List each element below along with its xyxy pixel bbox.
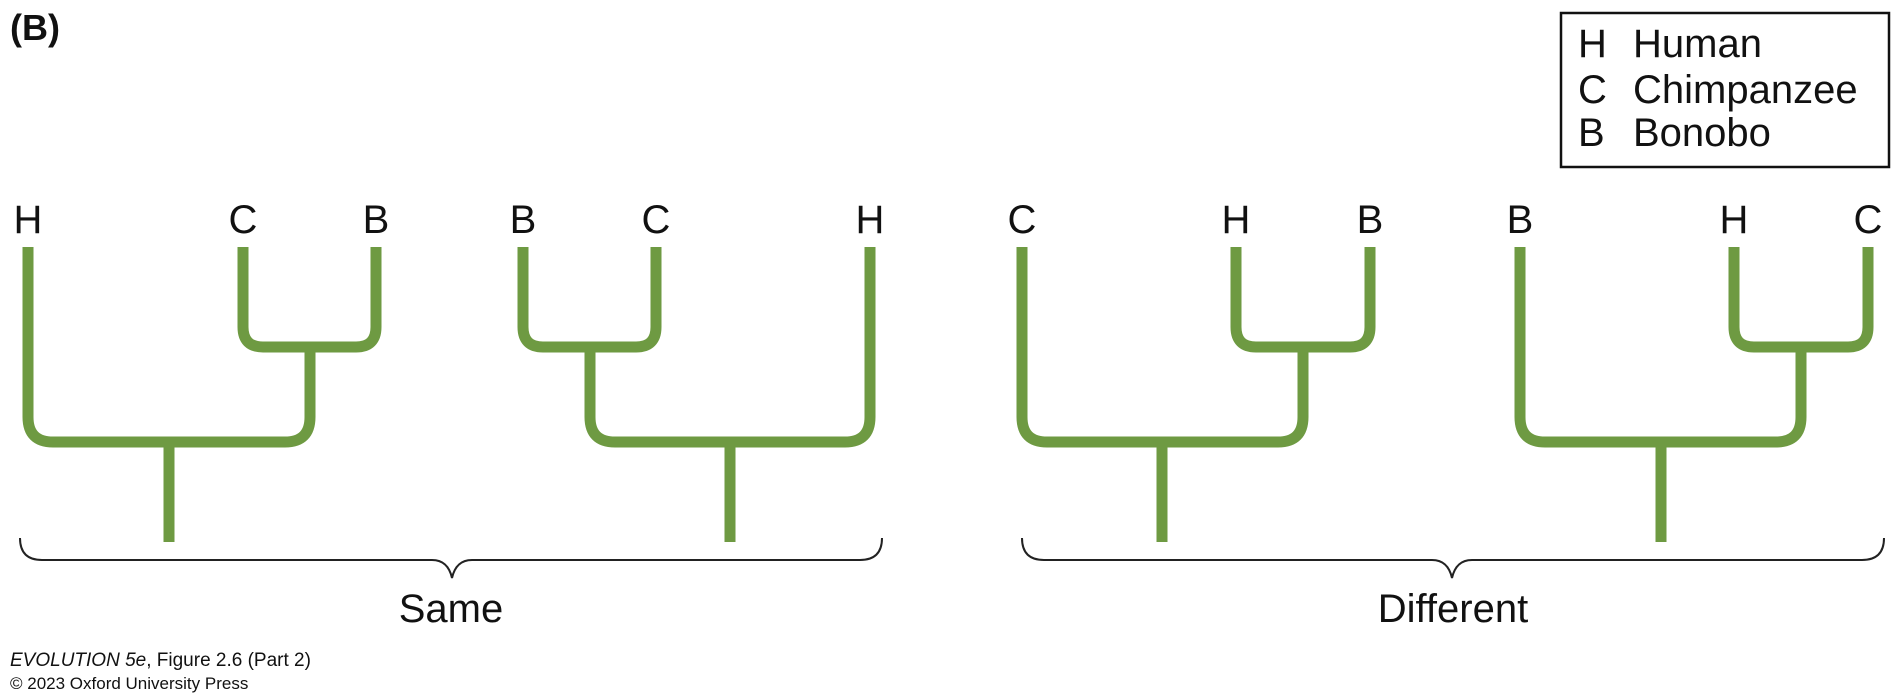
tree-1: H C B: [14, 198, 390, 542]
tree-1-tip-1: H: [14, 198, 43, 242]
legend-abbr-bonobo: B: [1578, 111, 1605, 155]
tree-2-tip-1: B: [510, 198, 537, 242]
legend-name-human: Human: [1633, 22, 1762, 66]
copyright-text: © 2023 Oxford University Press: [10, 674, 248, 693]
group-label-different: Different: [1378, 587, 1528, 631]
tree-3: C H B: [1008, 198, 1384, 542]
credit-figure-ref: , Figure 2.6 (Part 2): [146, 650, 311, 671]
tree-1-tip-3: B: [363, 198, 390, 242]
tree-3-tip-3: B: [1357, 198, 1384, 242]
tree-3-inner-clade: [1230, 247, 1376, 353]
brace-different: [1021, 537, 1885, 579]
tree-2-inner-clade: [517, 247, 662, 353]
tree-2: B C H: [510, 198, 885, 542]
tree-2-outer-clade: [584, 247, 876, 448]
legend-box: [1559, 11, 1891, 169]
tree-1-tip-2: C: [229, 198, 258, 242]
tree-1-outer-clade: [22, 247, 316, 448]
group-label-same: Same: [399, 587, 504, 631]
tree-3-tip-2: H: [1222, 198, 1251, 242]
tree-2-tip-2: C: [642, 198, 671, 242]
tree-2-tip-3: H: [856, 198, 885, 242]
legend-name-bonobo: Bonobo: [1633, 111, 1771, 155]
tree-4: B H C: [1507, 198, 1883, 542]
panel-label: (B): [10, 7, 60, 48]
legend-name-chimpanzee: Chimpanzee: [1633, 68, 1858, 112]
figure-credit: EVOLUTION 5e, Figure 2.6 (Part 2): [10, 650, 311, 671]
tree-4-tip-1: B: [1507, 198, 1534, 242]
brace-same: [19, 537, 883, 579]
tree-4-tip-3: C: [1854, 198, 1883, 242]
tree-1-inner-clade: [237, 247, 382, 353]
tree-4-tip-2: H: [1720, 198, 1749, 242]
tree-4-outer-clade: [1514, 247, 1807, 448]
legend-abbr-chimpanzee: C: [1578, 68, 1607, 112]
tree-4-inner-clade: [1728, 247, 1874, 353]
legend-abbr-human: H: [1578, 22, 1607, 66]
legend: H Human C Chimpanzee B Bonobo: [1559, 11, 1891, 169]
tree-3-outer-clade: [1016, 247, 1309, 448]
credit-book-title: EVOLUTION 5e: [10, 650, 146, 671]
tree-3-tip-1: C: [1008, 198, 1037, 242]
